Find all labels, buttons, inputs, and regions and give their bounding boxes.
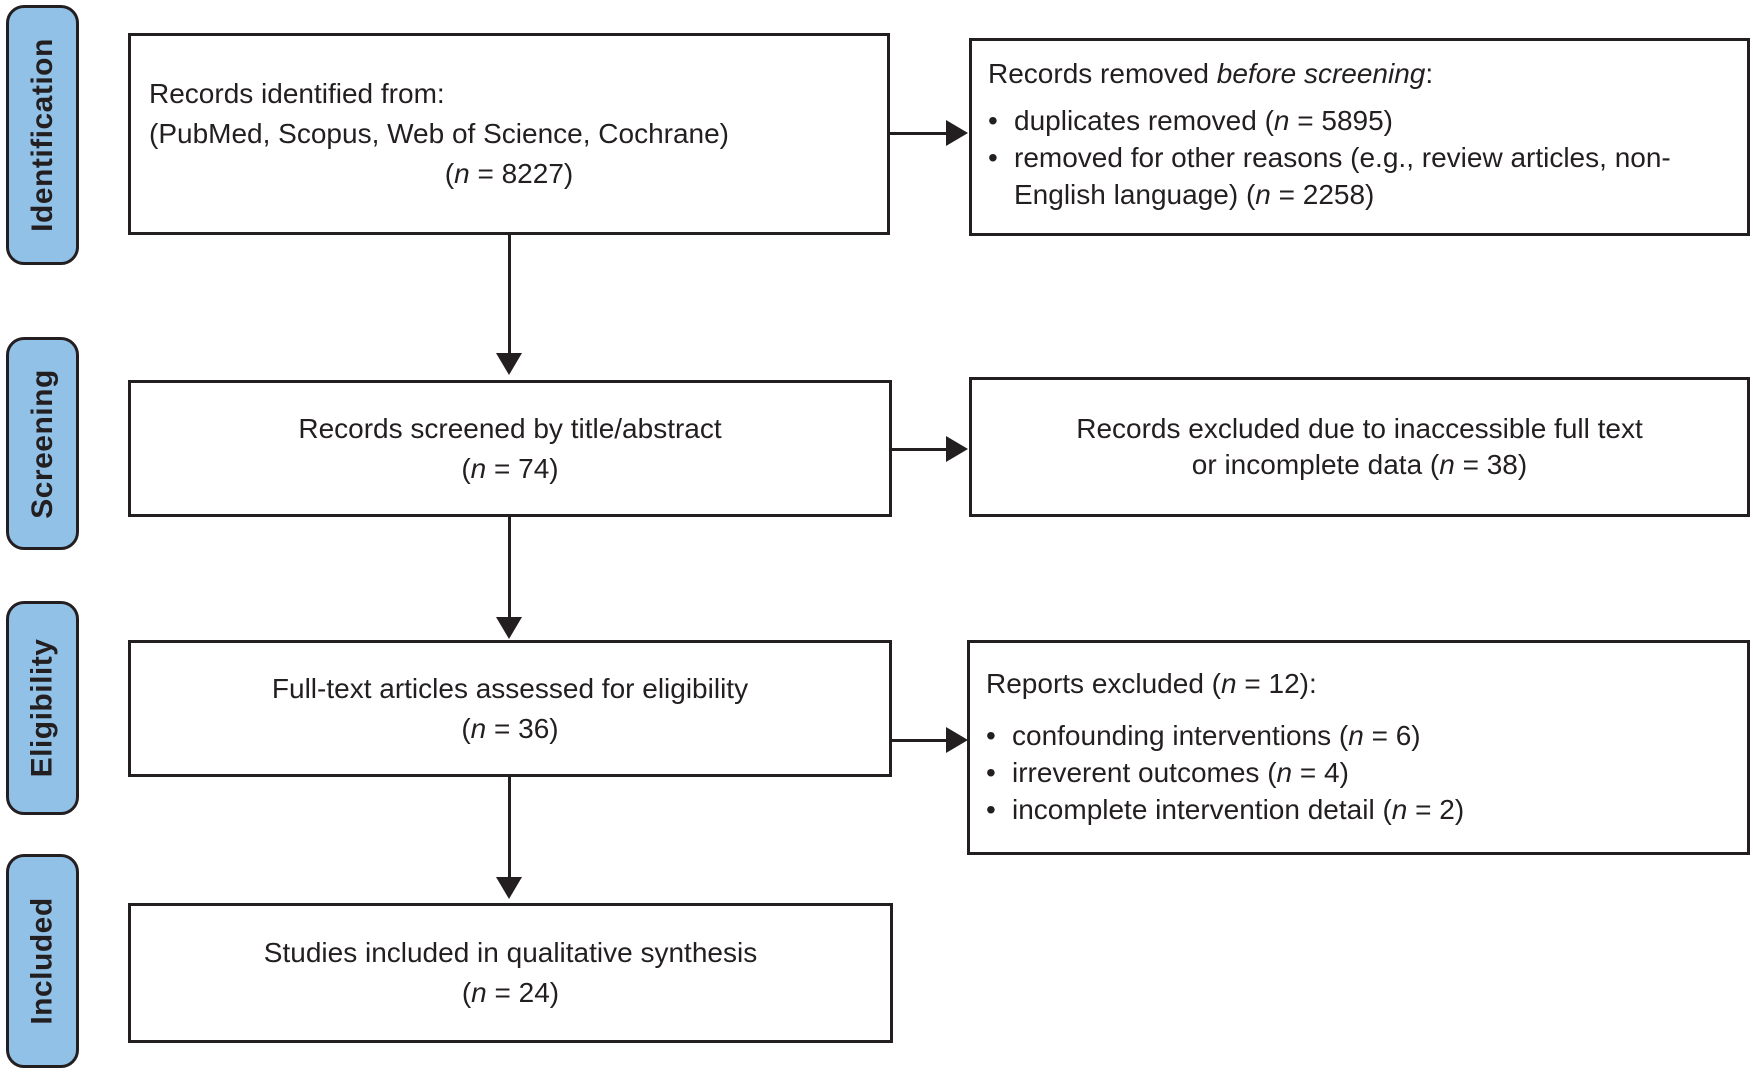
text-segment: removed for other reasons (e.g., review …	[1014, 142, 1671, 210]
text-segment: = 12):	[1236, 668, 1317, 699]
stage-badge-eligibility: Eligibility	[6, 601, 79, 815]
bullet-text: confounding interventions (n = 6)	[1012, 717, 1733, 754]
box-records-excluded-screening: Records excluded due to inaccessible ful…	[969, 377, 1750, 517]
box-records-screened: Records screened by title/abstract (n = …	[128, 380, 892, 517]
arrow-fulltext-to-included-line	[508, 777, 511, 879]
fulltext-assessed-line1: Full-text articles assessed for eligibil…	[271, 672, 749, 704]
stage-label-included: Included	[25, 897, 59, 1025]
bullet-item: • irreverent outcomes (n = 4)	[986, 754, 1733, 791]
arrow-identified-to-screened-line	[508, 235, 511, 355]
arrow-fulltext-to-reports-excluded-line	[892, 739, 948, 742]
box-records-removed-before-screening: Records removed before screening: • dupl…	[969, 38, 1750, 236]
records-identified-count: (n = 8227)	[149, 154, 869, 194]
n-variable: n	[1276, 757, 1293, 788]
text-segment: Reports excluded (	[986, 668, 1222, 699]
bullet-item: • removed for other reasons (e.g., revie…	[988, 139, 1733, 213]
arrow-identified-to-removed-line	[890, 132, 948, 135]
stage-badge-screening: Screening	[6, 337, 79, 550]
n-variable: n	[1439, 449, 1455, 480]
bullet-text: duplicates removed (n = 5895)	[1014, 102, 1733, 139]
bullet-icon: •	[988, 105, 998, 136]
arrow-right-icon	[946, 120, 968, 146]
records-screened-count: (n = 74)	[145, 449, 875, 489]
bullet-text: incomplete intervention detail (n = 2)	[1012, 791, 1733, 828]
studies-included-count: (n = 24)	[145, 973, 876, 1013]
text-segment: = 36)	[486, 712, 559, 744]
text-segment: = 2258)	[1270, 179, 1375, 210]
stage-label-screening: Screening	[25, 368, 59, 519]
records-screened-line1: Records screened by title/abstract	[298, 412, 722, 444]
text-segment: confounding interventions (	[1012, 720, 1349, 751]
bullet-icon: •	[986, 794, 996, 825]
n-variable: n	[471, 977, 487, 1008]
text-segment: incomplete intervention detail (	[1012, 794, 1392, 825]
text-segment: irreverent outcomes (	[1012, 757, 1277, 788]
arrow-screened-to-fulltext-line	[508, 517, 511, 619]
n-variable: n	[470, 712, 487, 744]
reports-excluded-title: Reports excluded (n = 12):	[986, 665, 1733, 702]
records-excluded-line1: Records excluded due to inaccessible ful…	[1076, 413, 1643, 444]
n-variable: n	[1391, 794, 1408, 825]
arrow-right-icon	[946, 727, 968, 753]
records-identified-line1: Records identified from:	[149, 78, 445, 109]
text-segment: (	[461, 452, 471, 484]
text-segment: (	[461, 712, 471, 744]
text-segment: (	[444, 158, 455, 189]
text-segment: duplicates removed (	[1014, 105, 1274, 136]
bullet-icon: •	[986, 757, 996, 788]
records-excluded-line2: or incomplete data (n = 38)	[986, 447, 1733, 483]
text-segment: Records removed	[988, 58, 1217, 89]
text-segment: = 4)	[1292, 757, 1349, 788]
bullet-item: • confounding interventions (n = 6)	[986, 717, 1733, 754]
box-reports-excluded: Reports excluded (n = 12): • confounding…	[967, 640, 1750, 855]
n-variable: n	[454, 158, 470, 189]
arrow-right-icon	[946, 436, 968, 462]
text-segment: = 74)	[486, 452, 559, 484]
removed-before-screening-title: Records removed before screening:	[988, 55, 1733, 92]
text-segment: :	[1425, 58, 1434, 89]
bullet-icon: •	[986, 720, 996, 751]
box-fulltext-assessed: Full-text articles assessed for eligibil…	[128, 640, 892, 777]
n-variable: n	[470, 452, 487, 484]
arrow-down-icon	[496, 877, 522, 899]
arrow-down-icon	[496, 617, 522, 639]
text-segment: = 2)	[1407, 794, 1465, 825]
italic-phrase: before screening	[1216, 58, 1426, 89]
bullet-text: removed for other reasons (e.g., review …	[1014, 139, 1733, 213]
n-variable: n	[1221, 668, 1237, 699]
bullet-item: • duplicates removed (n = 5895)	[988, 102, 1733, 139]
bullet-item: • incomplete intervention detail (n = 2)	[986, 791, 1733, 828]
n-variable: n	[1348, 720, 1364, 751]
box-studies-included: Studies included in qualitative synthesi…	[128, 903, 893, 1043]
n-variable: n	[1273, 105, 1290, 136]
bullet-icon: •	[988, 142, 998, 173]
fulltext-assessed-count: (n = 36)	[145, 709, 875, 749]
stage-label-eligibility: Eligibility	[25, 638, 59, 778]
stage-badge-included: Included	[6, 854, 79, 1068]
arrow-screened-to-excluded-line	[892, 448, 948, 451]
studies-included-line1: Studies included in qualitative synthesi…	[263, 937, 758, 968]
text-segment: = 6)	[1363, 720, 1421, 751]
records-identified-line2: (PubMed, Scopus, Web of Science, Cochran…	[149, 118, 730, 149]
text-segment: = 38)	[1454, 449, 1528, 480]
arrow-down-icon	[496, 353, 522, 375]
bullet-text: irreverent outcomes (n = 4)	[1012, 754, 1733, 791]
text-segment: = 5895)	[1289, 105, 1394, 136]
stage-badge-identification: Identification	[6, 5, 79, 265]
text-segment: = 24)	[486, 977, 560, 1008]
box-records-identified: Records identified from: (PubMed, Scopus…	[128, 33, 890, 235]
text-segment: (	[461, 977, 472, 1008]
stage-label-identification: Identification	[25, 38, 59, 232]
n-variable: n	[1255, 179, 1271, 210]
text-segment: = 8227)	[469, 158, 574, 189]
text-segment: or incomplete data (	[1191, 449, 1440, 480]
